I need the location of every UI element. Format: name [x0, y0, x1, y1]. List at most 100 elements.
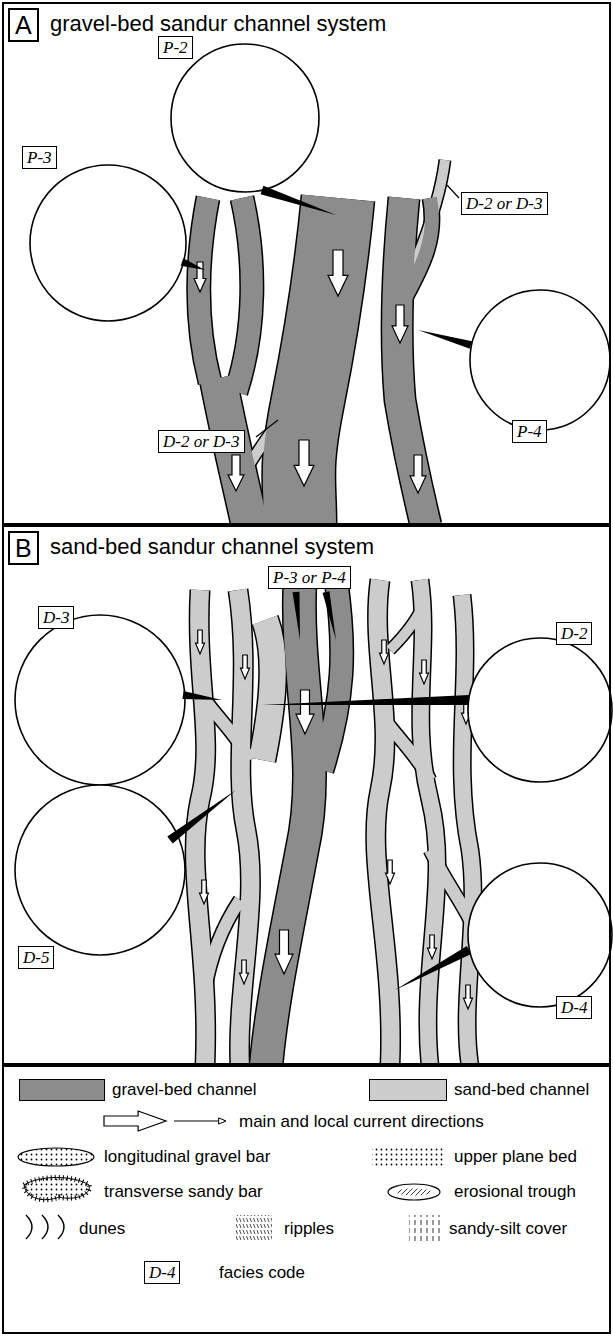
sandy-bar-sample	[24, 1178, 89, 1200]
panel: gravel-bed sandur channel systemAP-2P-3D…	[2, 2, 611, 525]
current-arrow	[240, 960, 249, 984]
legend-text: facies code	[219, 1263, 305, 1283]
erosional-trough	[109, 261, 123, 301]
panel: sand-bed sandur channel systemBD-3P-3 or…	[2, 525, 611, 1065]
channel-outline	[238, 590, 250, 1064]
channel-outline	[462, 595, 473, 1064]
leader-wedge	[182, 691, 222, 700]
upper-plane-bed	[491, 886, 561, 981]
gravel-bed-channel	[266, 580, 309, 1064]
legend-panel: gravel-bed channelsand-bed channelmain a…	[2, 1065, 611, 1334]
panel-letter-box: B	[8, 531, 39, 565]
legend-swatch	[369, 1079, 447, 1101]
legend-text: upper plane bed	[454, 1147, 577, 1167]
current-arrow	[228, 455, 244, 491]
bank-hatch	[169, 645, 201, 815]
current-arrow	[196, 630, 205, 654]
sand-bed-channel	[205, 900, 240, 990]
local-current	[507, 675, 515, 707]
facies-code-box: P-3 or P-4	[268, 566, 351, 589]
bar-ticks	[24, 1178, 89, 1200]
arrow-head	[520, 937, 527, 945]
trough-fill	[396, 1189, 432, 1196]
facies-code: P-4	[517, 422, 542, 441]
facies-code-box: P-3	[22, 146, 57, 169]
facies-code: P-3	[27, 148, 52, 167]
legend-text: transverse sandy bar	[104, 1182, 263, 1202]
legend-text: dunes	[79, 1219, 125, 1239]
transverse-sandy-bar	[71, 714, 143, 751]
local-current	[525, 910, 550, 939]
ripples	[65, 841, 140, 913]
local-current	[560, 320, 568, 347]
local-current	[104, 722, 105, 747]
upper-plane-bed	[528, 305, 567, 403]
facies-code: D-3	[43, 608, 69, 627]
upper-plane-bed	[511, 886, 581, 981]
dunes-sample	[26, 1215, 64, 1239]
legend-text: longitudinal gravel bar	[104, 1147, 270, 1167]
leader-wedge	[262, 695, 469, 705]
legend-text: ripples	[284, 1219, 334, 1239]
erosional-trough	[95, 223, 109, 263]
panel-letter: B	[15, 534, 32, 562]
current-arrow	[275, 930, 293, 974]
facies-detail-circle	[30, 165, 186, 321]
legend-text: gravel-bed channel	[112, 1080, 257, 1100]
current-arrow	[294, 440, 314, 486]
ripple-patch-ground	[65, 841, 140, 913]
leader-line	[256, 420, 278, 437]
facies-code: D-2	[561, 624, 587, 643]
gravel-bed-channel	[236, 198, 252, 392]
silt-sample	[409, 1215, 441, 1241]
arrow-head	[219, 1118, 226, 1124]
current-arrow	[241, 655, 250, 679]
upper-plane-bed	[471, 886, 541, 981]
arrow-head	[525, 347, 531, 355]
sand-bed-channel	[205, 700, 250, 760]
plane-bed-sample	[372, 1147, 444, 1167]
current-arrow	[420, 660, 429, 684]
leader-wedge	[395, 946, 471, 990]
gravel-bed-channel	[322, 580, 342, 770]
facies-code-box: D-4	[556, 996, 592, 1019]
arrow-head	[99, 672, 105, 680]
dunes	[30, 165, 186, 321]
upper-plane-bed	[254, 49, 300, 160]
sand-bed-channel	[376, 580, 391, 1064]
current-arrow	[296, 690, 314, 734]
local-current	[249, 98, 257, 140]
upper-plane-bed	[548, 305, 587, 403]
leader-wedge	[323, 591, 336, 640]
facies-code-sample: D-4	[144, 1261, 180, 1284]
trough-fill	[91, 189, 97, 217]
legend-text: sand-bed channel	[454, 1080, 589, 1100]
local-current	[105, 253, 112, 295]
facies-code-box: P-2	[158, 36, 193, 59]
current-arrow	[380, 640, 389, 664]
channel-outline	[262, 620, 273, 760]
facies-code: D-5	[23, 948, 49, 967]
sand-bed-channel	[385, 720, 430, 780]
channel-outline	[236, 198, 252, 392]
arrow-head	[102, 748, 108, 755]
current-arrow	[392, 305, 408, 343]
dunes	[468, 638, 612, 782]
upper-plane-bed	[568, 305, 607, 403]
leader-line	[447, 185, 459, 198]
panel-letter-box: A	[8, 8, 39, 42]
panel-title: gravel-bed sandur channel system	[50, 11, 386, 37]
legend-swatch	[19, 1079, 105, 1101]
ripples	[15, 615, 185, 785]
facies-code-box: D-2	[556, 622, 592, 645]
facies-detail-circle	[149, 44, 319, 192]
trough-sample	[388, 1184, 440, 1200]
sand-bed-channel	[420, 580, 437, 1064]
sand-bed-channel	[390, 600, 425, 650]
facies-code: P-3 or P-4	[273, 568, 346, 587]
facies-code-box: P-4	[512, 420, 547, 443]
current-arrow	[464, 985, 473, 1009]
channel-outline	[376, 580, 391, 1064]
facies-code: D-4	[561, 998, 587, 1017]
channel-network	[195, 580, 473, 1064]
